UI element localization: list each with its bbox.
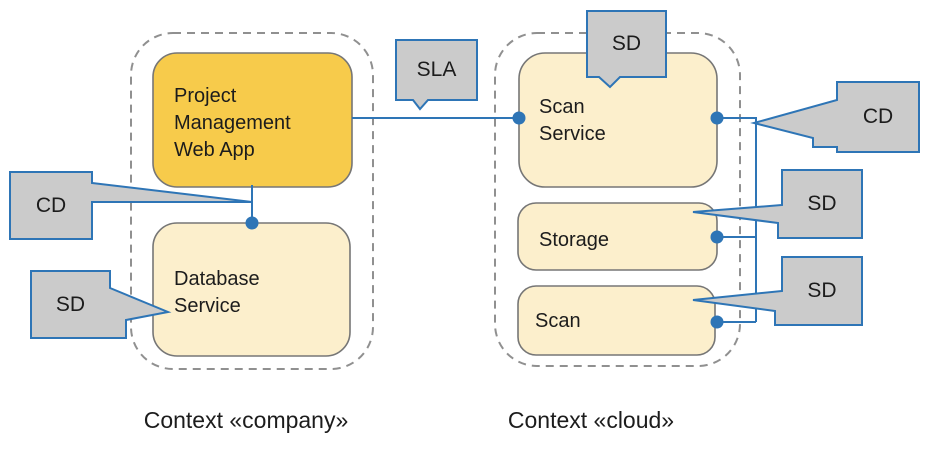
context-label-company: Context «company»	[143, 407, 349, 433]
callout-label-sla: SLA	[416, 58, 457, 81]
node-label-scan: Scan	[535, 310, 581, 332]
connection-dot-scan	[710, 315, 724, 329]
callout-label-sd-storage: SD	[807, 192, 837, 215]
callout-label-sd-scan-service: SD	[611, 32, 642, 55]
context-label-cloud: Context «cloud»	[507, 407, 675, 433]
callout-sd-scan-shape	[692, 256, 863, 326]
callout-sd-scan-service-shape	[586, 10, 667, 89]
callout-label-cd-company: CD	[35, 193, 67, 217]
callout-sd-database-shape	[30, 270, 172, 339]
connection-dot-scan-service-left	[512, 111, 526, 125]
connection-dot-scan-service-right	[710, 111, 724, 125]
node-label-pm-web-app: Project Management Web App	[174, 85, 291, 161]
callout-label-sd-database: SD	[55, 292, 86, 316]
callout-label-cd-cloud: CD	[862, 105, 894, 128]
callout-cd-company-shape	[9, 171, 253, 240]
node-label-scan-service: Scan Service	[539, 96, 606, 145]
connection-dot-database	[245, 216, 259, 230]
callout-sd-storage-shape	[692, 169, 863, 239]
context-cloud-border	[494, 32, 741, 367]
link-scan-service-right-trunk	[717, 117, 757, 322]
connection-dot-storage	[710, 230, 724, 244]
context-company-border	[130, 32, 374, 370]
callout-sla-shape	[395, 39, 478, 111]
callout-cd-cloud-shape	[750, 81, 920, 153]
node-label-database-service: Database Service	[174, 268, 260, 317]
node-label-storage: Storage	[539, 229, 610, 251]
callout-label-sd-scan: SD	[807, 279, 837, 302]
